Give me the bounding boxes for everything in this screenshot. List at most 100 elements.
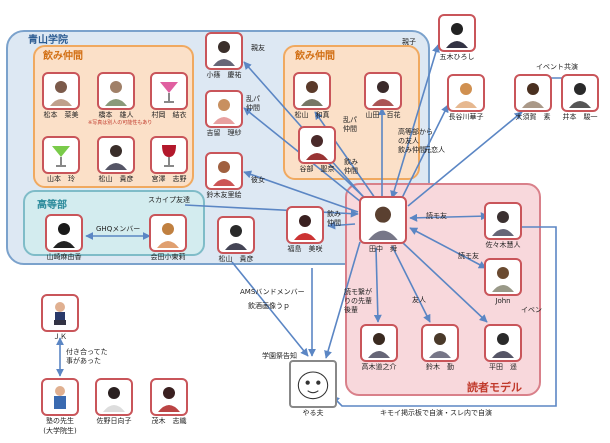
node-yaruo[interactable]: やる夫: [285, 360, 341, 418]
label-oyako: 親子: [402, 38, 416, 46]
edge-tanaka-sasaki: [409, 212, 489, 222]
node-miyazawa[interactable]: 宮澤 志野: [141, 136, 197, 184]
edge-kimoi: [331, 226, 557, 407]
node-suzuki-tsutomu[interactable]: 鈴木 勤: [412, 324, 468, 372]
edge-tanaka-suzuki-yurie: [243, 170, 359, 213]
node-sasaki[interactable]: 佐々木慧人: [475, 202, 531, 250]
person-photo-icon: [286, 206, 324, 244]
person-photo-icon: [150, 378, 188, 416]
drinking-title-left: 飲み仲間: [43, 51, 83, 62]
node-imoto[interactable]: 井本 駿一: [552, 74, 608, 122]
person-photo-icon: [360, 324, 398, 362]
label-event: イベント共演: [536, 63, 578, 71]
person-photo-icon: [293, 72, 331, 110]
node-john[interactable]: John: [475, 258, 531, 306]
person-photo-icon: [298, 126, 336, 164]
label-skype: スカイプ友達: [148, 196, 190, 204]
drinking-title-right: 飲み仲間: [295, 51, 335, 62]
label-ranpa-1: 乱パ 仲間: [246, 95, 260, 112]
label-motoren: 元恋人: [424, 146, 445, 154]
node-yoshiwara[interactable]: 吉留 理紗: [196, 90, 252, 138]
person-photo-icon: [438, 14, 476, 52]
edge-ams: [231, 261, 309, 357]
node-sano[interactable]: 佐野日向子: [86, 378, 142, 426]
node-hirata[interactable]: 平田 遥: [475, 324, 531, 372]
edge-tanaka-fukushima: [327, 221, 356, 230]
aoyama-title: 青山学院: [28, 35, 68, 46]
node-yamazaki[interactable]: 山崎麻由香: [36, 214, 92, 262]
edge-tanaka-suzuki-tsutomu: [391, 245, 431, 323]
reader-model-title: 読者モデル: [467, 381, 522, 394]
node-suzuki-yurie[interactable]: 鈴木友里絵: [196, 152, 252, 200]
label-koutoubu: 高等部から の友人 飲み仲間: [398, 128, 433, 154]
label-kanojo: 彼女: [251, 176, 265, 184]
edge-tanaka-yaruo: [324, 241, 361, 359]
person-photo-icon: [97, 72, 135, 110]
person-photo-icon: [359, 196, 407, 244]
label-dokumo-2: 読モ友: [458, 252, 479, 260]
node-tanaka[interactable]: 田中 舜: [355, 196, 411, 254]
person-photo-icon: [149, 214, 187, 252]
edge-tanaka-hirata: [401, 241, 488, 323]
node-mogi[interactable]: 茂木 志織: [141, 378, 197, 426]
person-photo-icon: [205, 152, 243, 190]
node-matsuyama-takanori[interactable]: 松山 貴彦: [88, 136, 144, 184]
node-juku[interactable]: 塾の先生 (大学院生): [32, 378, 88, 436]
label-shinyu: 親友: [251, 44, 265, 52]
node-goki[interactable]: 五木ひろし: [429, 14, 485, 62]
edge-tanaka-takagi: [373, 247, 382, 323]
person-photo-icon: [447, 74, 485, 112]
yaruo-face-icon: [289, 360, 337, 408]
label-nomi-2: 飲み 仲間: [327, 210, 341, 227]
node-komaba[interactable]: 小篠 慶祐: [196, 32, 252, 80]
person-photo-icon: [45, 214, 83, 252]
label-ams: AMSバンドメンバー: [240, 288, 305, 296]
node-muraoka[interactable]: 村岡 結衣: [141, 72, 197, 120]
label-dokumo-1: 読モ友: [426, 212, 447, 220]
label-gho: GHQメンバー: [96, 225, 141, 233]
label-tsukiatte: 付き合ってた 事があった: [66, 348, 108, 365]
node-yamada[interactable]: 山田 百花: [355, 72, 411, 120]
node-matsuyama-takanori-2[interactable]: 松山 貴彦: [208, 216, 264, 264]
label-ranpa-2: 乱パ 仲間: [343, 116, 357, 133]
label-yujin: 友人: [412, 296, 426, 304]
label-inshu: 飲酒画像うｐ: [248, 302, 290, 310]
node-fukushima[interactable]: 福島 美咲: [277, 206, 333, 254]
schoolgirl-icon: [41, 294, 79, 332]
label-nomi-1: 飲み 仲間: [344, 158, 358, 175]
person-photo-icon: [205, 32, 243, 70]
edge-tanaka-goki: [390, 44, 440, 199]
node-aida[interactable]: 会田小東莉: [140, 214, 196, 262]
node-tanibe[interactable]: 谷部 聖奈: [289, 126, 345, 174]
cocktail-glass-icon: [42, 136, 80, 174]
node-hashimoto[interactable]: 橋本 雄人 ※写真は別人の可能性もあり: [88, 72, 153, 126]
node-ousuga[interactable]: 大須賀 素: [505, 74, 561, 122]
person-photo-icon: [95, 378, 133, 416]
edge-tanaka-hasegawa: [399, 104, 449, 203]
node-yamamoto[interactable]: 山本 玲: [33, 136, 89, 184]
person-photo-icon: [484, 324, 522, 362]
node-hasegawa[interactable]: 長谷川華子: [438, 74, 494, 122]
wine-glass-icon: [150, 136, 188, 174]
cocktail-glass-icon: [150, 72, 188, 110]
person-photo-icon: [514, 74, 552, 112]
person-photo-icon: [42, 72, 80, 110]
node-matsumoto[interactable]: 松本 菜美: [33, 72, 89, 120]
edge-aida-tanaka: [184, 204, 359, 218]
edge-tanaka-john: [409, 227, 487, 269]
node-takagi[interactable]: 高木道之介: [351, 324, 407, 372]
label-gakuensai: 学園祭告知: [262, 352, 297, 360]
label-kimoi: キモイ掲示板で自演・スレ内で自演: [380, 409, 492, 417]
label-event-2: イベン: [521, 306, 542, 314]
person-photo-icon: [205, 90, 243, 128]
person-photo-icon: [364, 72, 402, 110]
edge-tanaka-ousuga: [407, 111, 523, 207]
person-photo-icon: [484, 202, 522, 240]
person-photo-icon: [217, 216, 255, 254]
hashimoto-note: ※写真は別人の可能性もあり: [88, 120, 153, 126]
juku-note: (大学院生): [43, 427, 77, 435]
person-photo-icon: [484, 258, 522, 296]
person-photo-icon: [97, 136, 135, 174]
node-matsuyama-kazuma[interactable]: 松山 和真: [284, 72, 340, 120]
node-jk[interactable]: ＪＫ: [32, 294, 88, 342]
